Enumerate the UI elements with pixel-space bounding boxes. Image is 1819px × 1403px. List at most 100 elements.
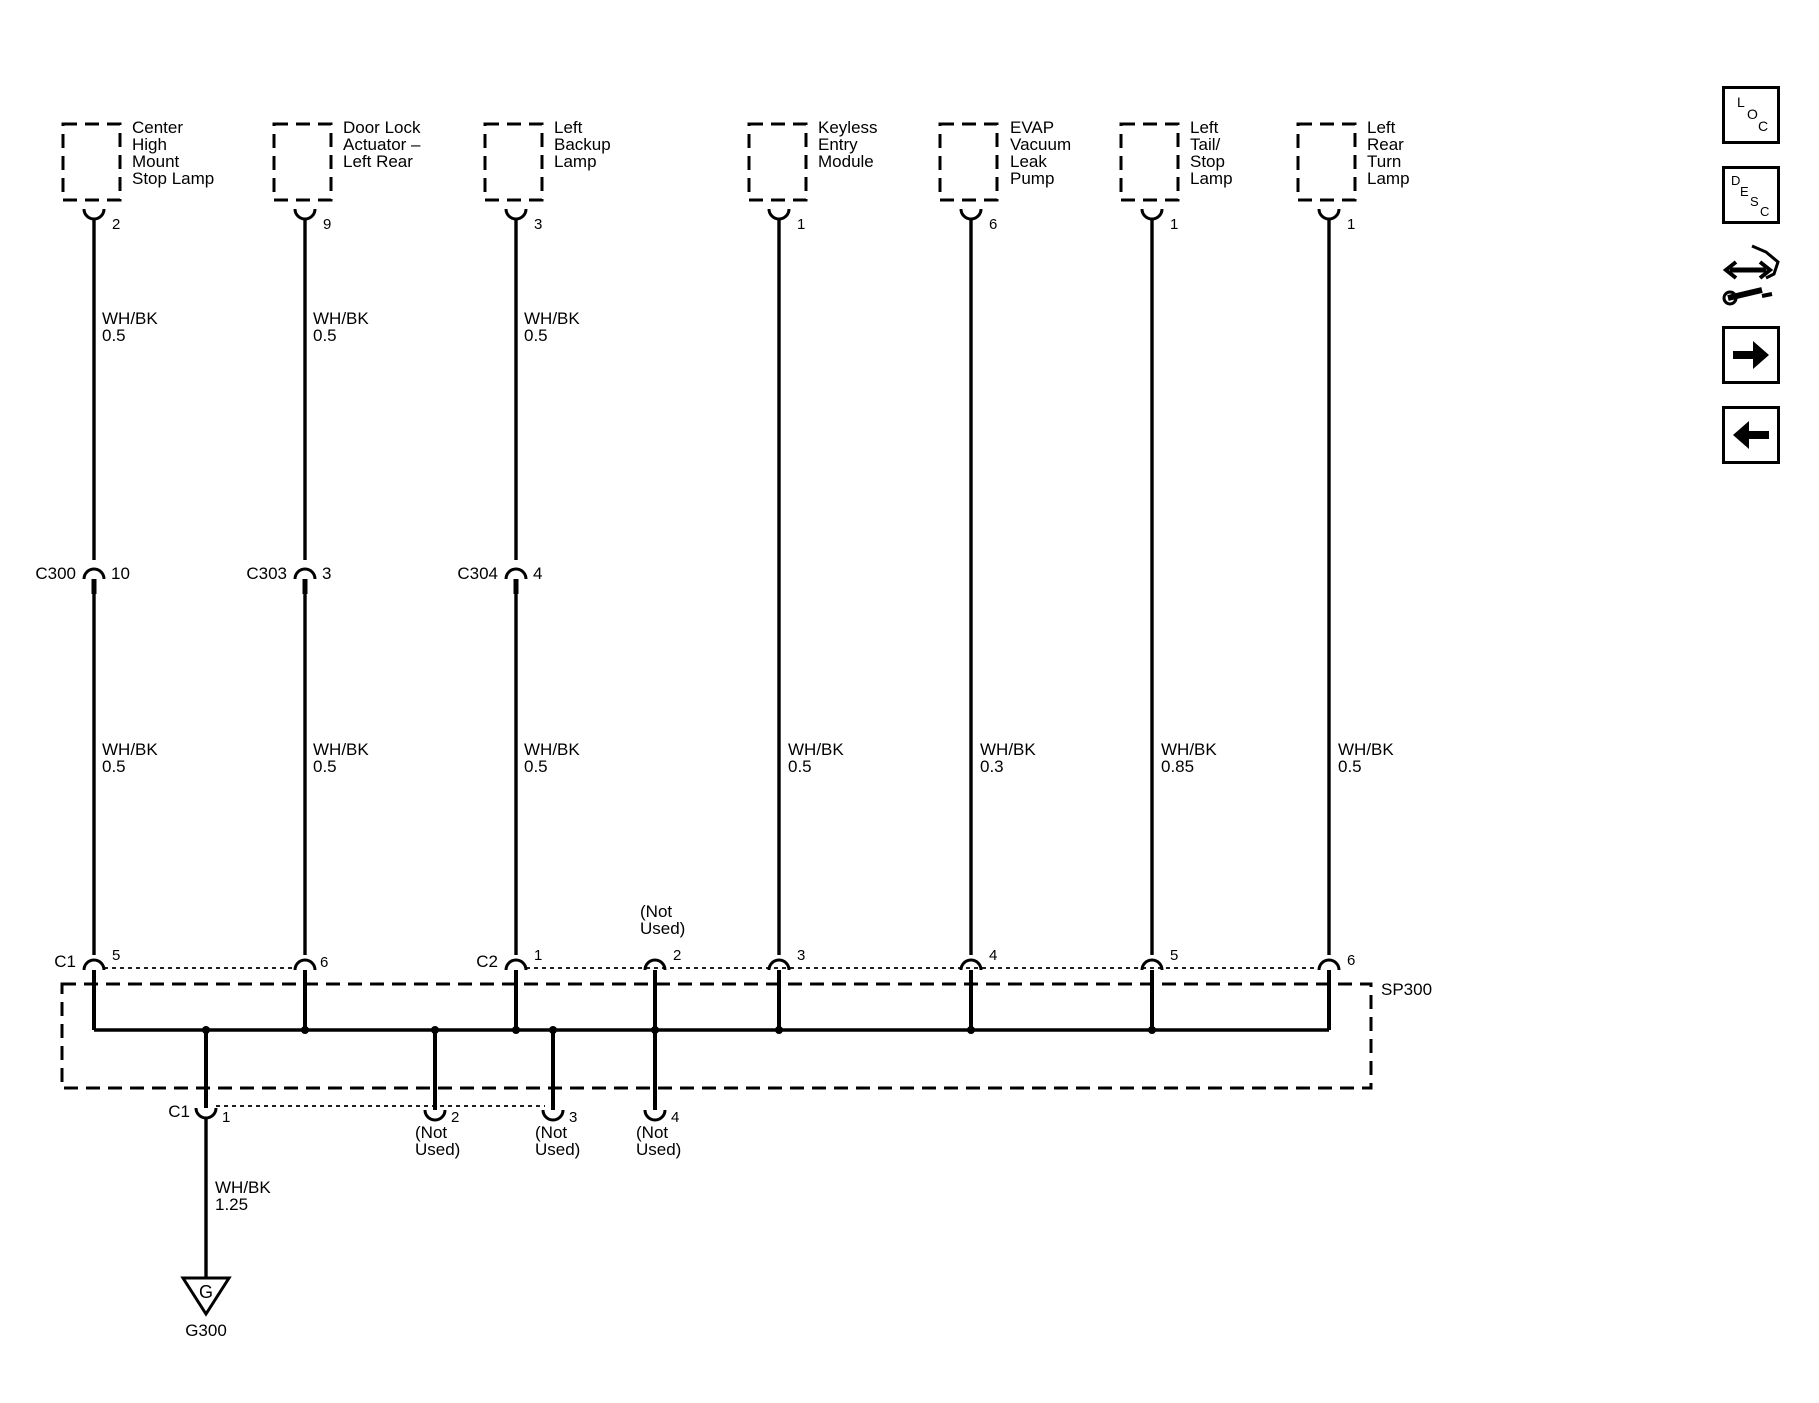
not-used-label: (Not bbox=[640, 902, 672, 921]
schematic-tools-button[interactable] bbox=[1722, 240, 1782, 310]
terminal bbox=[1140, 208, 1164, 221]
wire-color: WH/BK bbox=[1161, 740, 1217, 759]
terminal bbox=[643, 958, 667, 971]
location-button[interactable]: L O C bbox=[1722, 86, 1780, 144]
component-backup-lamp[interactable]: Left Backup Lamp bbox=[483, 118, 611, 202]
inline-connector-c300[interactable]: C300 10 bbox=[35, 564, 130, 594]
wire-gauge: 0.5 bbox=[102, 326, 126, 345]
svg-text:S: S bbox=[1750, 194, 1759, 209]
splice-name: SP300 bbox=[1381, 980, 1432, 999]
component-chmsl[interactable]: Center High Mount Stop Lamp bbox=[61, 118, 214, 202]
svg-text:E: E bbox=[1740, 184, 1749, 199]
terminal bbox=[767, 208, 791, 221]
terminal bbox=[423, 1109, 447, 1122]
wire-gauge: 0.3 bbox=[980, 757, 1004, 776]
junction-dot bbox=[431, 1026, 439, 1034]
pin-number: 2 bbox=[451, 1109, 459, 1126]
splice-stubs bbox=[92, 970, 1331, 1110]
connector-name: C1 bbox=[168, 1102, 190, 1121]
wire-gauge: 0.5 bbox=[313, 326, 337, 345]
splice-junctions bbox=[202, 1026, 1156, 1034]
component-keyless-entry[interactable]: Keyless Entry Module bbox=[747, 118, 878, 202]
pin-number: 9 bbox=[323, 216, 331, 233]
pin-number: 6 bbox=[1347, 952, 1355, 969]
previous-button[interactable] bbox=[1722, 406, 1780, 464]
wires bbox=[92, 219, 1331, 955]
junction-dot bbox=[651, 1026, 659, 1034]
component-label: Lamp bbox=[554, 152, 597, 171]
component-terminals bbox=[82, 208, 1341, 221]
svg-text:L: L bbox=[1737, 94, 1745, 110]
component-door-lock[interactable]: Door Lock Actuator – Left Rear bbox=[272, 118, 421, 202]
component-label: Vacuum bbox=[1010, 135, 1071, 154]
component-label: Left bbox=[1190, 118, 1219, 137]
svg-text:O: O bbox=[1747, 106, 1758, 122]
component-box bbox=[1296, 122, 1357, 202]
component-label: Center bbox=[132, 118, 183, 137]
junction-dot bbox=[967, 1026, 975, 1034]
wire-color: WH/BK bbox=[788, 740, 844, 759]
connector-name: C300 bbox=[35, 564, 76, 583]
ground-g300[interactable]: G G300 bbox=[180, 1276, 232, 1340]
terminal bbox=[293, 958, 317, 971]
terminal bbox=[82, 208, 106, 221]
inline-connector-c304[interactable]: C304 4 bbox=[457, 564, 542, 594]
connector-name: C303 bbox=[246, 564, 287, 583]
ground-symbol-icon bbox=[180, 1276, 232, 1317]
splice-bottom-terminals bbox=[194, 1107, 667, 1122]
connector-name: C304 bbox=[457, 564, 498, 583]
not-used-label: (Not bbox=[415, 1123, 447, 1142]
splice-pack-outline bbox=[60, 982, 1373, 1090]
pin-number: 3 bbox=[797, 947, 805, 964]
junction-dot bbox=[775, 1026, 783, 1034]
component-label: Lamp bbox=[1190, 169, 1233, 188]
component-label: Pump bbox=[1010, 169, 1054, 188]
connector-terminal bbox=[82, 567, 106, 580]
next-button[interactable] bbox=[1722, 326, 1780, 384]
pin-number: 4 bbox=[989, 947, 997, 964]
component-box bbox=[938, 122, 999, 202]
wire-color: WH/BK bbox=[313, 309, 369, 328]
not-used-label: Used) bbox=[640, 919, 685, 938]
terminal bbox=[959, 958, 983, 971]
description-button[interactable]: D E S C bbox=[1722, 166, 1780, 224]
junction-dot bbox=[549, 1026, 557, 1034]
inline-connector-c303[interactable]: C303 3 bbox=[246, 564, 331, 594]
not-used-label: Used) bbox=[415, 1140, 460, 1159]
component-turn-lamp[interactable]: Left Rear Turn Lamp bbox=[1296, 118, 1410, 202]
component-label: Stop bbox=[1190, 152, 1225, 171]
splice-pack-sp300[interactable]: SP300 bbox=[54, 902, 1432, 1159]
terminal bbox=[1317, 958, 1341, 971]
pin-number: 3 bbox=[534, 216, 542, 233]
junction-dot bbox=[1148, 1026, 1156, 1034]
svg-text:C: C bbox=[1758, 118, 1768, 134]
component-box bbox=[483, 122, 544, 202]
arrow-right-icon bbox=[1733, 341, 1769, 369]
terminal bbox=[504, 958, 528, 971]
not-used-label: Used) bbox=[636, 1140, 681, 1159]
pin-number: 2 bbox=[673, 947, 681, 964]
terminal bbox=[1317, 208, 1341, 221]
pin-number: 6 bbox=[989, 216, 997, 233]
wire-gauge: 0.5 bbox=[524, 326, 548, 345]
pin-number: 1 bbox=[797, 216, 805, 233]
terminal bbox=[504, 208, 528, 221]
wire-color: WH/BK bbox=[102, 309, 158, 328]
wire-gauge: 1.25 bbox=[215, 1195, 248, 1214]
component-label: Stop Lamp bbox=[132, 169, 214, 188]
component-label: Actuator – bbox=[343, 135, 421, 154]
not-used-label: (Not bbox=[636, 1123, 668, 1142]
junction-dot bbox=[512, 1026, 520, 1034]
terminal bbox=[194, 1107, 218, 1120]
component-label: Lamp bbox=[1367, 169, 1410, 188]
wire-color: WH/BK bbox=[980, 740, 1036, 759]
component-label: Backup bbox=[554, 135, 611, 154]
component-tail-lamp[interactable]: Left Tail/ Stop Lamp bbox=[1119, 118, 1233, 202]
pin-number: 1 bbox=[534, 947, 542, 964]
component-evap-pump[interactable]: EVAP Vacuum Leak Pump bbox=[938, 118, 1071, 202]
component-label: Leak bbox=[1010, 152, 1047, 171]
wire-gauge: 0.5 bbox=[313, 757, 337, 776]
connector-name: C2 bbox=[476, 952, 498, 971]
ground-symbol-letter: G bbox=[199, 1282, 213, 1302]
pin-number: 1 bbox=[1170, 216, 1178, 233]
